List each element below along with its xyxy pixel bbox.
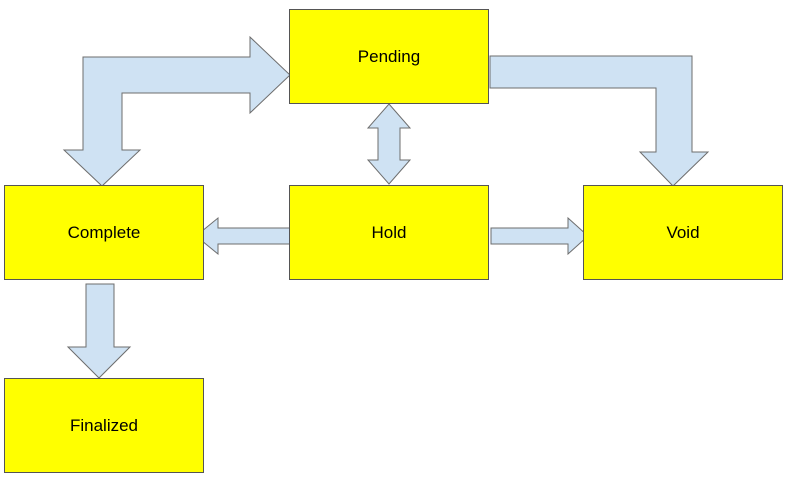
state-complete: Complete [4,185,204,280]
arrow-complete-pending [62,35,291,187]
state-hold: Hold [289,185,489,280]
state-pending: Pending [289,9,489,104]
arrow-complete-finalized [66,283,132,379]
arrow-pending-void [489,55,710,187]
state-void-label: Void [666,222,700,242]
state-finalized: Finalized [4,378,204,473]
state-void: Void [583,185,783,280]
state-hold-label: Hold [371,222,407,242]
arrow-pending-hold [366,103,412,185]
state-finalized-label: Finalized [69,415,139,435]
state-complete-label: Complete [67,222,141,242]
arrow-hold-complete [195,216,293,256]
arrow-hold-void [490,216,589,256]
state-pending-label: Pending [357,46,421,66]
